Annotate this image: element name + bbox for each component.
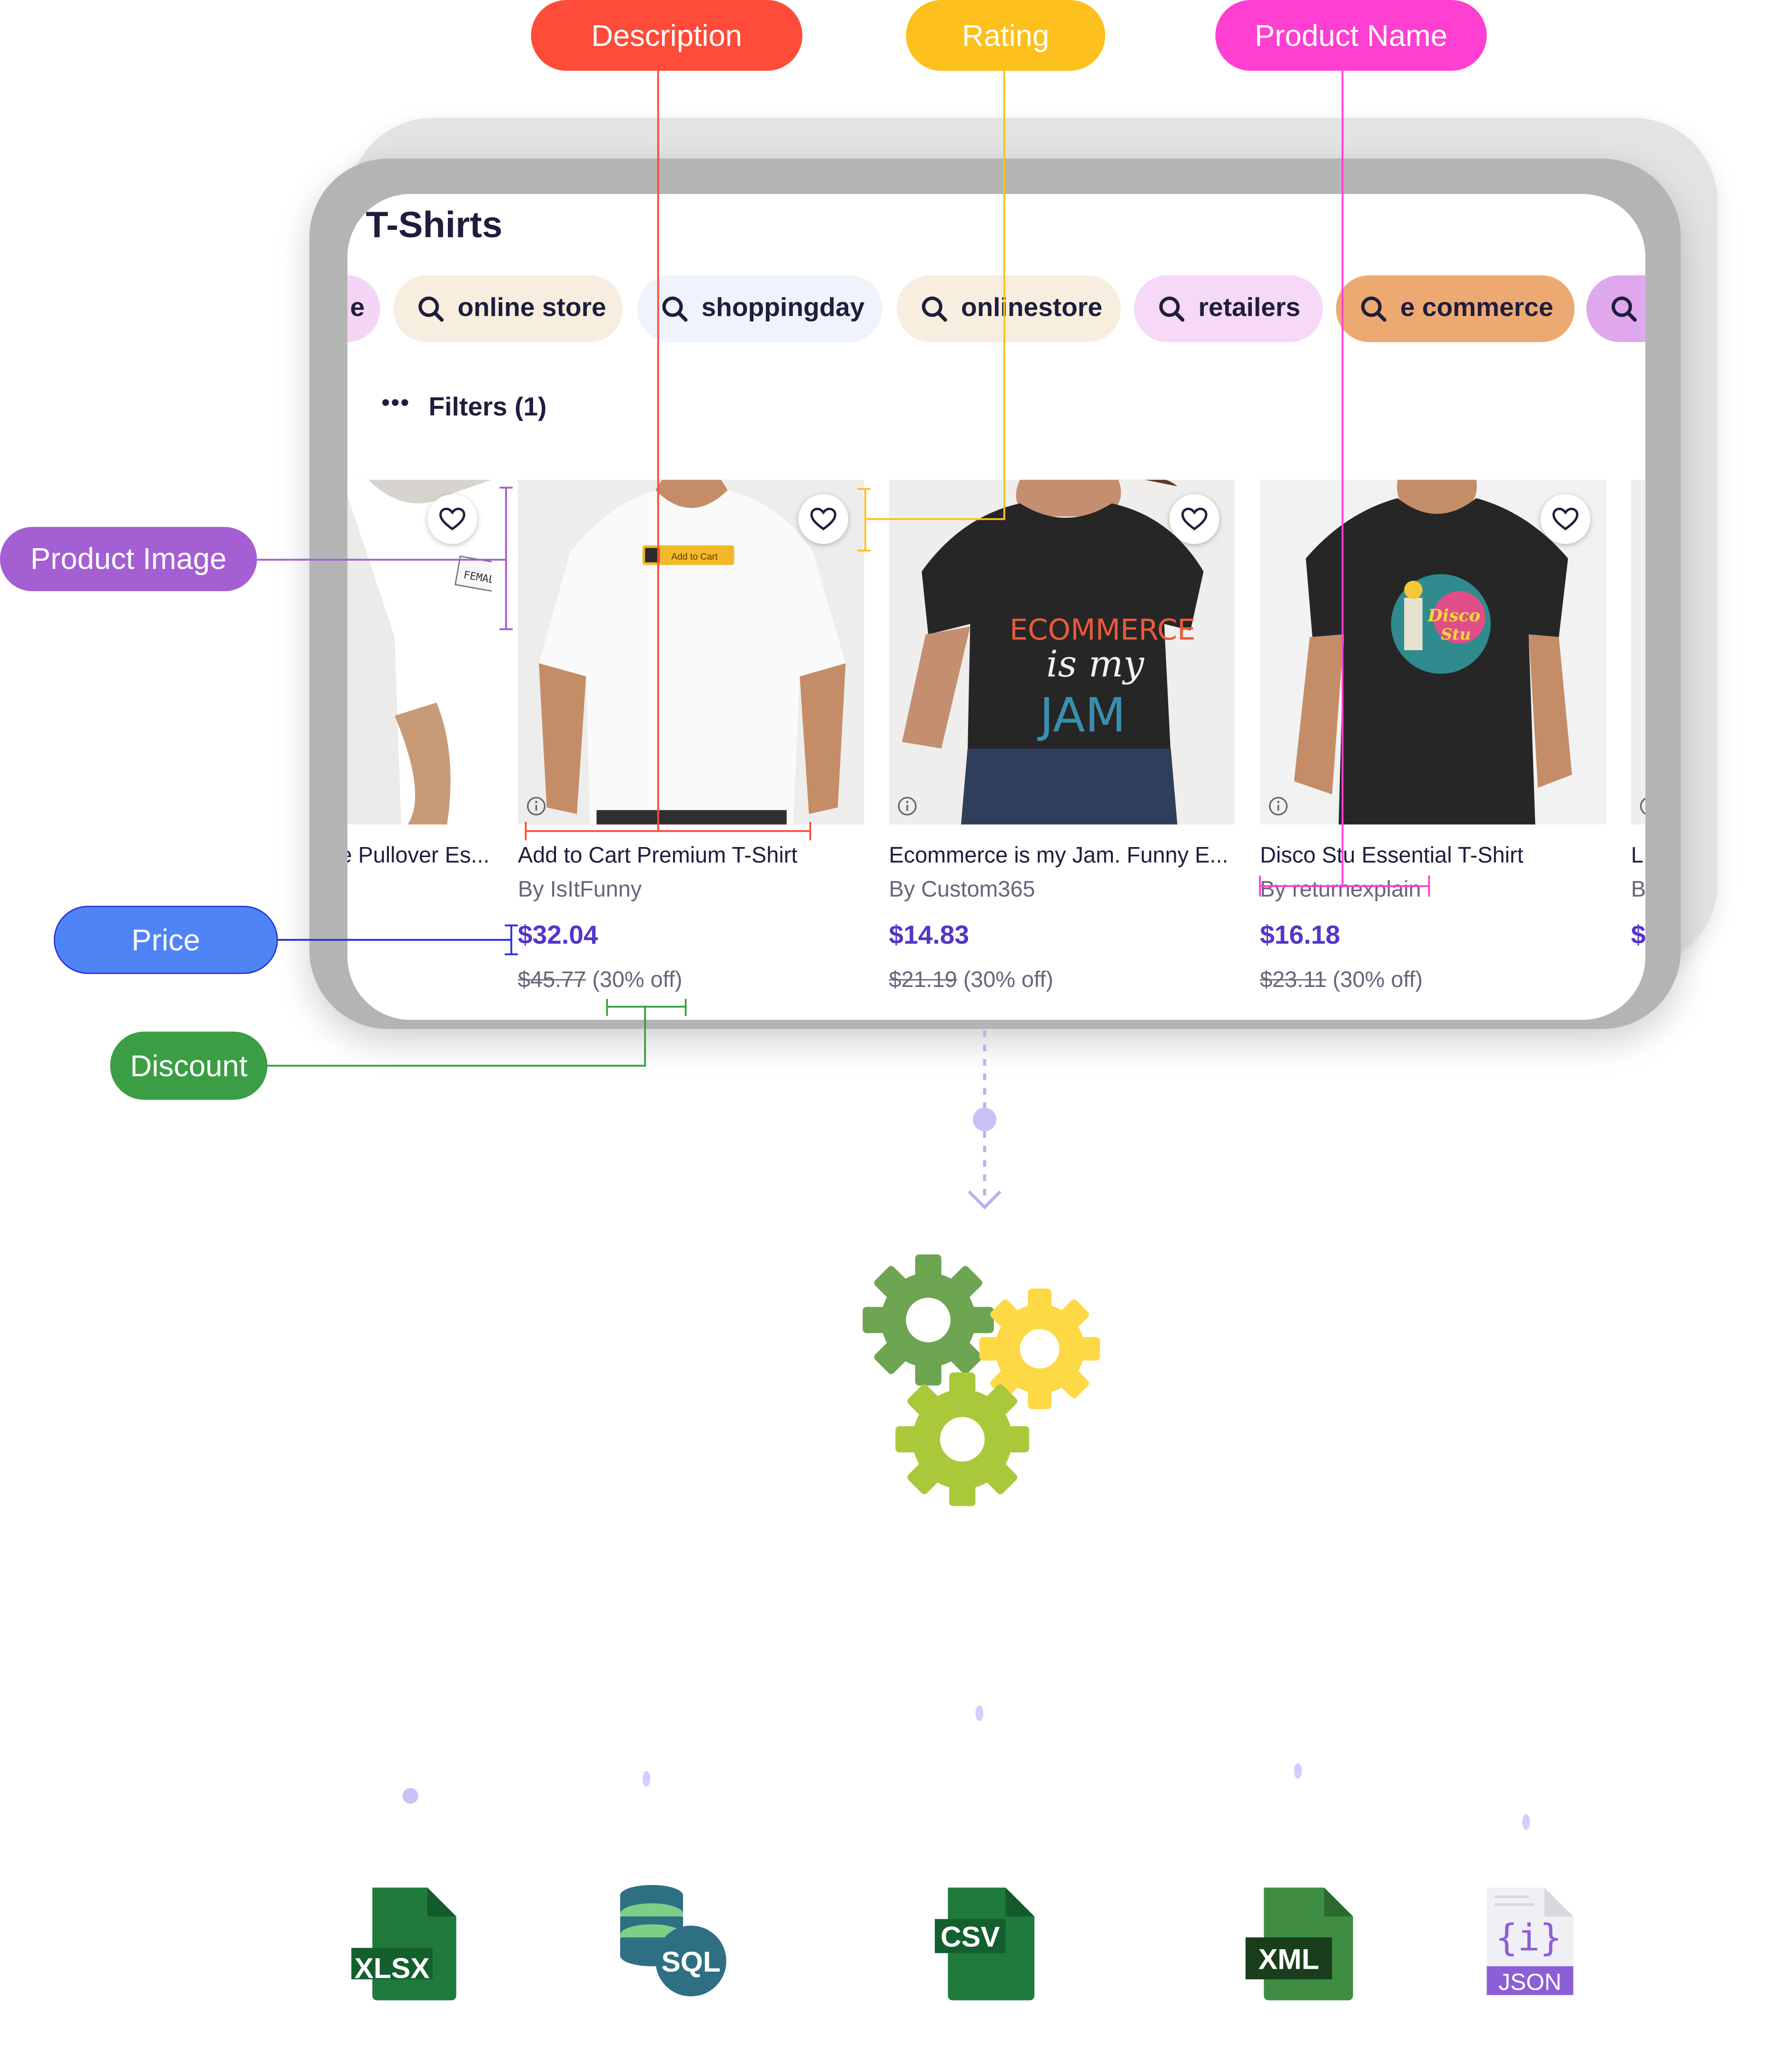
store-screen: T-Shirts e online store shoppingday onli…	[347, 194, 1645, 1020]
product-image-label: Product Image	[0, 527, 257, 592]
product-image[interactable]: FEMALE	[347, 480, 492, 825]
page-title: T-Shirts	[366, 204, 503, 246]
search-chip-2[interactable]: online store	[393, 275, 623, 342]
info-icon[interactable]	[526, 796, 547, 817]
json-file-icon: {i} JSON	[1486, 1887, 1574, 1995]
product-name[interactable]: e Pullover Es...	[347, 843, 490, 868]
filters-label: Filters (1)	[428, 393, 547, 422]
csv-file-icon: CSV	[934, 1887, 1035, 2001]
more-icon: •••	[381, 389, 410, 416]
shirt-print-text: is my	[1046, 642, 1145, 685]
xml-label: XML	[1258, 1943, 1319, 1975]
search-chip-5[interactable]: retailers	[1134, 275, 1323, 342]
product-name[interactable]: L	[1631, 843, 1644, 868]
product-price: $32.04	[518, 921, 598, 951]
product-discount: $21.19 (30% off)	[889, 967, 1243, 994]
discount-label: (30% off)	[1332, 967, 1423, 993]
favorite-icon[interactable]	[1169, 494, 1219, 544]
xlsx-label: XLSX	[354, 1952, 429, 1984]
discount-label-pill: Discount	[110, 1031, 267, 1100]
product-image[interactable]: ECOMMERCE is my JAM	[889, 480, 1235, 825]
favorite-icon[interactable]	[1540, 494, 1591, 544]
flow-dot	[1294, 1763, 1302, 1779]
product-author[interactable]: By Custom365	[889, 877, 1035, 902]
shirt-print-text: Disco	[1427, 606, 1480, 626]
info-icon[interactable]	[1639, 796, 1645, 817]
xlsx-file-icon: XLSX	[351, 1887, 456, 2001]
favorite-icon[interactable]	[427, 494, 477, 544]
search-icon	[1361, 296, 1387, 321]
shirt-print-text: ECOMMERCE	[1010, 613, 1196, 647]
flow-dot	[975, 1705, 983, 1721]
search-chip-label: onlinestore	[961, 294, 1102, 323]
search-icon	[1611, 296, 1637, 321]
product-name-label: Product Name	[1215, 0, 1487, 71]
product-name[interactable]: Add to Cart Premium T-Shirt	[518, 843, 798, 868]
product-price: $	[1631, 921, 1645, 951]
tshirt-image: Add to Cart	[518, 480, 864, 825]
original-price: $45.77	[518, 967, 586, 993]
search-icon	[418, 296, 444, 321]
flow-dot	[402, 1788, 418, 1804]
info-icon[interactable]	[1268, 796, 1289, 817]
product-discount: $45.77 (30% off)	[518, 967, 872, 994]
filters-button[interactable]: ••• Filters (1)	[382, 389, 547, 423]
shirt-print-text: JAM	[1037, 688, 1126, 743]
product-name[interactable]: Ecommerce is my Jam. Funny E...	[889, 843, 1228, 868]
json-label: JSON	[1498, 1968, 1561, 1995]
search-chip-label: shoppingday	[701, 294, 865, 323]
product-price: $14.83	[889, 921, 970, 951]
product-image[interactable]: Add to Cart	[518, 480, 864, 825]
shirt-print-text: Stu	[1441, 625, 1471, 643]
original-price: $21.19	[889, 967, 957, 993]
product-discount: $23.11 (30% off)	[1260, 967, 1614, 994]
price-label: Price	[53, 906, 278, 974]
search-chip-7[interactable]	[1586, 275, 1645, 342]
sql-label: SQL	[661, 1945, 721, 1978]
shirt-print-text: Add to Cart	[671, 552, 718, 562]
search-chip-label: e	[350, 294, 365, 323]
search-chip-6[interactable]: e commerce	[1336, 275, 1575, 342]
favorite-icon[interactable]	[798, 494, 849, 544]
product-image[interactable]	[1631, 480, 1645, 825]
search-icon	[921, 296, 947, 321]
search-chip-4[interactable]: onlinestore	[897, 275, 1121, 342]
tshirt-image: FEMALE	[347, 480, 492, 825]
search-icon	[662, 296, 688, 321]
info-icon[interactable]	[897, 796, 918, 817]
product-price: $16.18	[1260, 921, 1340, 951]
search-chip-label: retailers	[1198, 294, 1301, 323]
discount-label: (30% off)	[963, 967, 1053, 993]
sql-database-icon: SQL	[620, 1885, 726, 1997]
search-chip-1[interactable]: e	[347, 275, 380, 342]
discount-label: (30% off)	[592, 967, 683, 993]
search-chip-label: e commerce	[1400, 294, 1554, 323]
description-label: Description	[531, 0, 802, 71]
product-author[interactable]: By IsItFunny	[518, 877, 642, 902]
xml-file-icon: XML	[1245, 1887, 1353, 2001]
gears-icon	[862, 1254, 1100, 1506]
search-chip-label: online store	[457, 294, 606, 323]
original-price: $23.11	[1260, 967, 1327, 993]
search-chip-3[interactable]: shoppingday	[637, 275, 882, 342]
search-icon	[1159, 296, 1185, 321]
product-author[interactable]: B	[1631, 877, 1645, 902]
product-name[interactable]: Disco Stu Essential T-Shirt	[1260, 843, 1524, 868]
product-image[interactable]: Disco Stu	[1260, 480, 1606, 825]
csv-label: CSV	[941, 1920, 1000, 1953]
rating-label: Rating	[906, 0, 1106, 71]
flow-dot	[642, 1771, 651, 1787]
json-braces-icon: {i}	[1496, 1917, 1562, 1960]
flow-dot	[1522, 1814, 1530, 1830]
product-author[interactable]: By returnexplain	[1260, 877, 1421, 902]
